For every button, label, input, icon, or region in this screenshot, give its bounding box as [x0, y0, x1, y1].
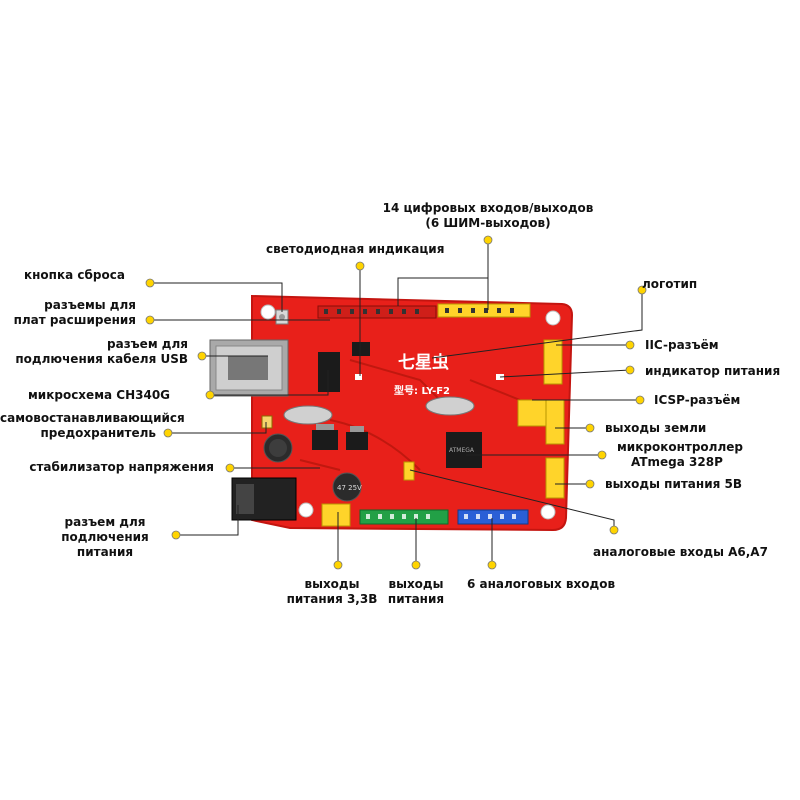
label-mcu: микроконтроллер ATmega 328P: [617, 440, 743, 470]
voltage-regulator: [312, 430, 338, 450]
dot-power-out: [411, 560, 421, 570]
label-digital-io-line1: 14 цифровых входов/выходов: [382, 201, 594, 215]
atmega328p-chip: ATMEGA: [446, 432, 482, 468]
dot-led: [355, 261, 365, 271]
label-jack-line2: подлючения: [61, 530, 149, 544]
mount-hole: [260, 304, 276, 320]
power-jack: [231, 477, 297, 521]
label-shield-line1: разъемы для: [44, 298, 136, 312]
label-mcu-line2: ATmega 328P: [631, 455, 723, 469]
dot-a6a7: [609, 525, 619, 535]
label-reset-button: кнопка сброса: [24, 268, 125, 282]
label-usb-line2: подлючения кабеля USB: [15, 352, 188, 366]
label-power-outputs: выходы питания: [370, 577, 462, 607]
label-power-out-line1: выходы: [388, 577, 444, 591]
dot-icsp: [635, 395, 645, 405]
dot-power-indicator: [625, 365, 635, 375]
mount-hole: [298, 502, 314, 518]
iic-header: [543, 339, 563, 385]
leader-lines: [150, 240, 643, 565]
label-analog-6: 6 аналоговых входов: [467, 577, 616, 591]
dot-analog: [487, 560, 497, 570]
icsp-header: [517, 399, 547, 427]
analog-header-blue: [457, 509, 529, 525]
dot-3v3: [333, 560, 343, 570]
label-mcu-line1: микроконтроллер: [617, 440, 743, 454]
3v3-header: [321, 503, 351, 527]
label-ground-outputs: выходы земли: [605, 421, 707, 435]
label-3v3-line2: питания 3,3В: [286, 592, 378, 606]
label-jack-line3: питания: [76, 545, 134, 559]
label-3v3-line1: выходы: [304, 577, 360, 591]
label-jack-line1: разъем для: [64, 515, 146, 529]
status-led: [355, 374, 362, 380]
label-digital-io: 14 цифровых входов/выходов (6 ШИМ-выходо…: [370, 201, 606, 231]
dot-ground: [585, 423, 595, 433]
label-power-out-line2: питания: [387, 592, 445, 606]
dot-mcu: [597, 450, 607, 460]
regulator-2: [346, 432, 368, 450]
ch340g-chip: [318, 352, 340, 392]
capacitor-1: [263, 433, 293, 463]
label-shield-line2: плат расширения: [13, 313, 136, 327]
label-analog-a6a7: аналоговые входы А6,А7: [593, 545, 768, 559]
dot-ch340g: [205, 390, 215, 400]
capacitor-label: 47 25V: [337, 484, 362, 492]
dot-shield: [145, 315, 155, 325]
gnd-header: [545, 399, 565, 445]
label-fuse-line2: предохранитель: [40, 426, 156, 440]
label-fuse: самовостанавливающийся предохранитель: [0, 411, 185, 441]
mount-hole: [540, 504, 556, 520]
label-usb-connector: разъем для подлючения кабеля USB: [0, 337, 188, 367]
crystal-right: [425, 396, 475, 416]
dot-usb: [197, 351, 207, 361]
small-ic: [352, 342, 370, 356]
board-logo-text: 七星虫: [398, 352, 449, 373]
dot-iic: [625, 340, 635, 350]
mount-hole: [545, 310, 561, 326]
crystal-left: [283, 405, 333, 425]
label-led-indication: светодиодная индикация: [266, 242, 445, 256]
label-usb-line1: разъем для: [107, 337, 188, 351]
label-shield-headers: разъемы для плат расширения: [0, 298, 136, 328]
dot-5v: [585, 479, 595, 489]
reset-button-part: [275, 309, 289, 325]
5v-header: [545, 457, 565, 499]
dot-logo: [637, 285, 647, 295]
board-model-text: 型号: LY-F2: [394, 384, 450, 397]
capacitor-2: 47 25V: [332, 472, 362, 502]
label-iic: IIC-разъём: [645, 338, 719, 352]
chip-label: ATMEGA: [449, 447, 475, 454]
label-icsp: ICSP-разъём: [654, 393, 741, 407]
label-power-indicator: индикатор питания: [645, 364, 781, 378]
callout-dots: [145, 235, 647, 570]
dot-regulator: [225, 463, 235, 473]
usb-connector: [209, 339, 289, 397]
label-ch340g: микросхема CH340G: [28, 388, 171, 402]
dot-reset: [145, 278, 155, 288]
label-digital-io-line2: (6 ШИМ-выходов): [425, 216, 551, 230]
label-5v-outputs: выходы питания 5В: [605, 477, 742, 491]
dot-fuse: [163, 428, 173, 438]
label-regulator: стабилизатор напряжения: [29, 460, 214, 474]
dot-digital-io: [483, 235, 493, 245]
label-fuse-line1: самовостанавливающийся: [0, 411, 185, 425]
resettable-fuse: [261, 415, 273, 429]
label-power-jack: разъем для подлючения питания: [50, 515, 160, 560]
dot-power-jack: [171, 530, 181, 540]
label-logo: логотип: [642, 277, 698, 291]
label-3v3-outputs: выходы питания 3,3В: [272, 577, 392, 607]
